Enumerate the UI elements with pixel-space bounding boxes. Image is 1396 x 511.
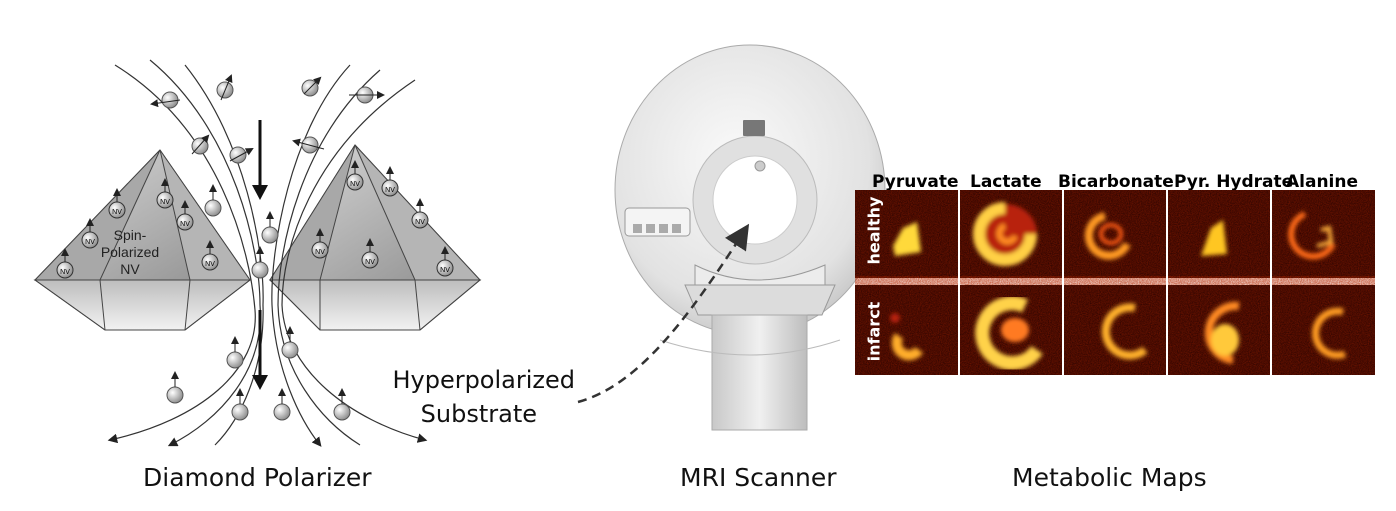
svg-text:NV: NV bbox=[180, 221, 190, 228]
spin-label-2: Polarized bbox=[101, 244, 159, 260]
row-label-healthy: healthy bbox=[864, 196, 884, 265]
col-label-pyr-hydrate: Pyr. Hydrate bbox=[1174, 172, 1294, 192]
svg-text:NV: NV bbox=[112, 209, 122, 216]
col-label-pyruvate: Pyruvate bbox=[872, 172, 959, 192]
nv-centers: NV NV NV NV NV NV NV NV NV NV NV NV bbox=[56, 160, 454, 279]
svg-text:NV: NV bbox=[415, 219, 425, 226]
metabolic-map-grid bbox=[855, 190, 1375, 375]
svg-text:NV: NV bbox=[365, 259, 375, 266]
svg-text:NV: NV bbox=[315, 249, 325, 256]
spin-label-3: NV bbox=[120, 261, 140, 277]
svg-text:NV: NV bbox=[160, 199, 170, 206]
right-diamond bbox=[268, 144, 482, 331]
substrate-line-1: Hyperpolarized bbox=[392, 366, 575, 394]
spin-label-1: Spin- bbox=[114, 227, 147, 243]
svg-text:NV: NV bbox=[385, 187, 395, 194]
col-label-alanine: Alanine bbox=[1286, 172, 1359, 192]
substrate-dashed-arrow bbox=[577, 223, 750, 404]
row-label-infarct: infarct bbox=[864, 301, 884, 362]
diamond-polarizer-diagram: Spin- Polarized NV NV NV NV NV NV NV NV … bbox=[33, 59, 482, 447]
infarct-maps bbox=[890, 296, 1347, 371]
svg-text:NV: NV bbox=[350, 181, 360, 188]
field-lines bbox=[107, 59, 428, 447]
svg-text:NV: NV bbox=[440, 267, 450, 274]
svg-text:NV: NV bbox=[85, 239, 95, 246]
svg-text:NV: NV bbox=[60, 269, 70, 276]
caption-metabolic-maps: Metabolic Maps bbox=[1012, 463, 1207, 492]
mri-scanner-illustration bbox=[614, 44, 886, 431]
col-label-bicarbonate: Bicarbonate bbox=[1058, 172, 1174, 192]
cell-dividers bbox=[958, 190, 1272, 375]
substrate-spins bbox=[150, 74, 385, 421]
flow-arrows bbox=[252, 120, 268, 390]
left-diamond: Spin- Polarized NV bbox=[33, 149, 252, 331]
substrate-line-2: Substrate bbox=[420, 400, 537, 428]
svg-text:NV: NV bbox=[205, 261, 215, 268]
caption-diamond-polarizer: Diamond Polarizer bbox=[143, 463, 372, 492]
col-label-lactate: Lactate bbox=[970, 172, 1042, 192]
caption-mri-scanner: MRI Scanner bbox=[680, 463, 837, 492]
substrate-label: Hyperpolarized Substrate bbox=[370, 363, 575, 431]
healthy-maps bbox=[893, 202, 1336, 266]
